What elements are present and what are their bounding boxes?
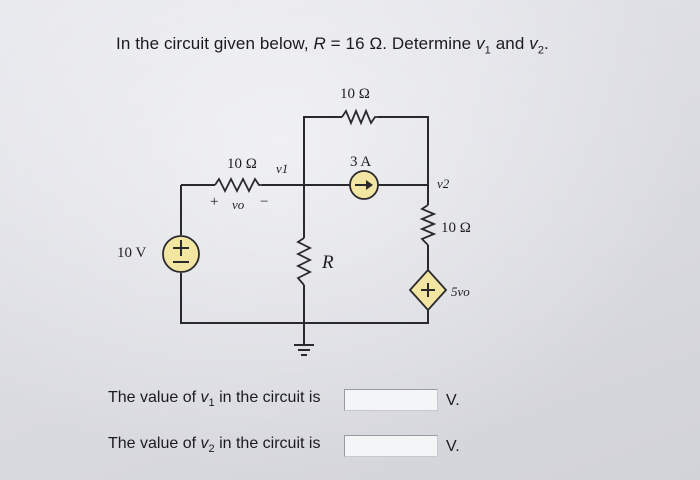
label-r-top: 10 Ω — [340, 86, 370, 102]
question-v2-sub: 2 — [537, 44, 545, 57]
resistor-right-10ohm — [419, 204, 437, 246]
ground-icon — [294, 344, 314, 356]
answer-row-v1: The value of v1 in the circuit is — [108, 386, 320, 412]
label-node-v2: v2 — [437, 176, 450, 191]
current-source-icon — [349, 170, 379, 200]
answer-input-v2[interactable] — [344, 435, 438, 457]
question-and: and — [490, 34, 530, 53]
label-r-left: 10 Ω — [227, 156, 257, 172]
label-source-voltage: 10 V — [117, 245, 146, 261]
label-node-v1: v1 — [276, 161, 288, 176]
label-r-right: 10 Ω — [441, 220, 471, 236]
label-vo: vo — [232, 197, 245, 212]
label-R: R — [321, 252, 334, 273]
label-dependent-source: 5vo — [451, 284, 470, 299]
voltage-source-icon — [162, 235, 200, 273]
question-text: In the circuit given below, R = 16 Ω. De… — [116, 34, 676, 56]
resistor-top-10ohm — [341, 108, 378, 126]
wire-top-loop-right — [378, 116, 429, 185]
question-v2: v — [529, 34, 538, 53]
label-current-source: 3 A — [350, 154, 371, 170]
resistor-left-10ohm — [214, 176, 262, 194]
question-suffix: . — [544, 34, 549, 53]
label-vo-plus: + — [210, 194, 218, 210]
question-r-symbol: R — [313, 34, 326, 53]
label-vo-minus: − — [260, 194, 268, 210]
question-prefix: In the circuit given below, — [116, 34, 314, 53]
answer-unit-v2: V. — [446, 438, 460, 455]
question-equals: = 16 Ω. Determine — [325, 34, 477, 53]
question-v1-sub: 1 — [484, 44, 491, 57]
question-v1: v — [476, 34, 485, 53]
dependent-source-icon — [408, 268, 448, 312]
answer-input-v1[interactable] — [344, 389, 438, 411]
answer-v1-text: The value of v1 in the circuit is — [108, 388, 321, 410]
wire-top-loop — [303, 116, 342, 185]
answer-unit-v1: V. — [446, 392, 460, 409]
answer-row-v2: The value of v2 in the circuit is — [108, 432, 320, 458]
answer-v2-text: The value of v2 in the circuit is — [108, 434, 321, 456]
resistor-R — [295, 237, 313, 286]
